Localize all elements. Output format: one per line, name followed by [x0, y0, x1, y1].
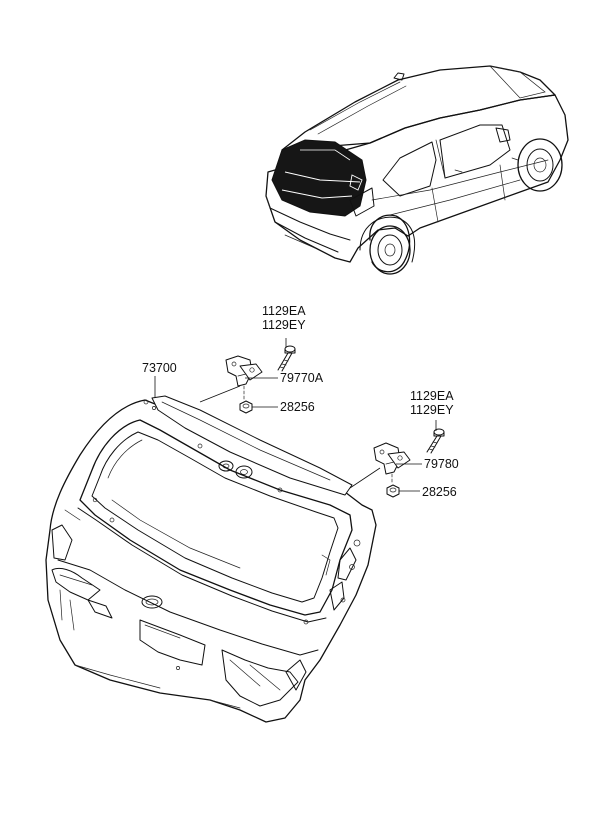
label-tailgate: 73700: [142, 361, 177, 375]
label-hinge-right: 79780: [424, 457, 459, 471]
label-hinge-left: 79770A: [280, 371, 324, 385]
left-hinge-group: [154, 338, 296, 414]
right-hinge-group: [349, 420, 445, 498]
label-nut-left: 28256: [280, 400, 315, 414]
right-hinge: [373, 442, 411, 475]
vehicle-illustration: [265, 65, 569, 275]
label-bolt-right-a: 1129EA: [410, 389, 454, 403]
right-hinge-nut: [386, 484, 400, 498]
right-hinge-bolt: [426, 428, 445, 454]
left-hinge-nut: [239, 400, 253, 414]
label-nut-right: 28256: [422, 485, 457, 499]
part-labels: 73700 1129EA 1129EY 79770A 28256 1129EA …: [142, 304, 459, 499]
label-bolt-right-b: 1129EY: [410, 403, 454, 417]
label-bolt-left-b: 1129EY: [262, 318, 306, 332]
left-hinge-bolt: [277, 345, 296, 372]
label-bolt-left-a: 1129EA: [262, 304, 306, 318]
tailgate-panel: [45, 395, 377, 723]
left-hinge: [225, 355, 263, 387]
